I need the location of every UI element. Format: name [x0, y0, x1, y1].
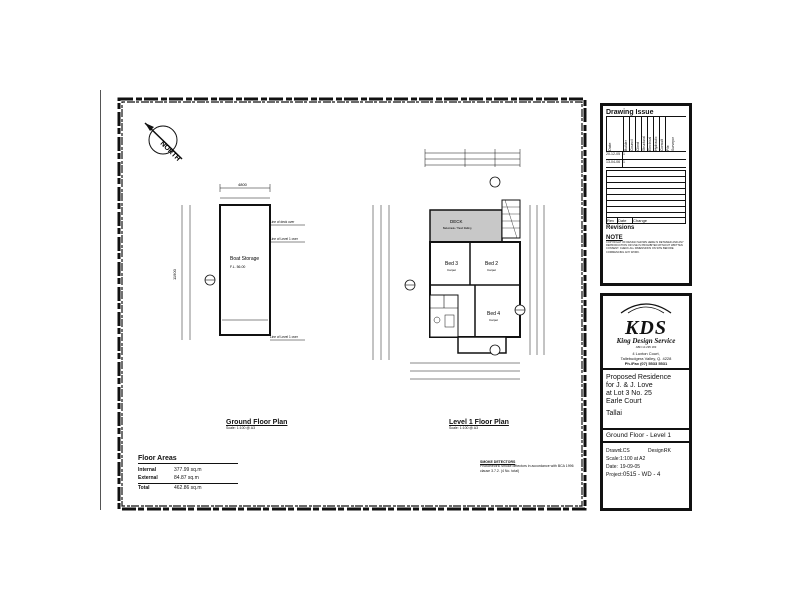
ground-note-1: Line of deck over [270, 220, 295, 224]
ground-plan-title: Ground Floor Plan Scale: 1:100 @ A3 [226, 419, 287, 430]
issue-row: 20-12-05 1 [606, 152, 686, 160]
issue-mark: 1 [623, 160, 625, 164]
company-logo-area: KDS King Design Service ABN 14 295 183 4… [603, 296, 689, 370]
issue-date: 13-04-06 [606, 160, 623, 167]
issue-date: 20-12-05 [606, 152, 623, 159]
floor-area-row-total: Total 462.86 sq.m [138, 483, 238, 491]
floor-area-value: 84.87 sq.m [174, 475, 199, 481]
project-line-3: at Lot 3 No. 25 [606, 390, 652, 397]
smoke-detectors-text: Photoelectric smoke detectors in accorda… [480, 464, 574, 473]
floor-area-value: 462.86 sq.m [174, 485, 202, 491]
drawing-issue-title: Drawing Issue [606, 109, 686, 117]
rev-col: Rev [607, 218, 618, 223]
north-label: NORTH [159, 140, 182, 163]
floor-area-value: 377.99 sq.m [174, 467, 202, 473]
scale-row: Scale: 1:100 at A2 [606, 455, 686, 463]
smoke-detectors-note: SMOKE DETECTORS Photoelectric smoke dete… [480, 460, 575, 473]
company-address-2: Tallebudgera Valley, Q. 4228 [620, 356, 672, 361]
floor-area-label: Total [138, 485, 150, 491]
project-line-2: for J. & J. Love [606, 382, 653, 389]
room-bed-4: Bed 4 [487, 311, 500, 317]
rev-col: Date [618, 218, 633, 223]
level1-plan-title-text: Level 1 Floor Plan [449, 419, 509, 426]
floor-area-label: External [138, 475, 158, 481]
date-label: Date: [606, 464, 618, 470]
ground-room-sub: F.L. 56.00 [230, 265, 245, 269]
logo-arcs-icon [620, 303, 672, 314]
north-arrow: NORTH [144, 122, 183, 163]
ground-floor-plan: 4800 11900 Boat Storage F.L. 56.00 Line … [172, 182, 305, 341]
revision-header: Rev Date Change [606, 218, 686, 224]
deck-sub: Balustrade / Hand Railing [443, 227, 472, 230]
project-no-label: Project: [606, 472, 623, 478]
company-abn: ABN 14 295 183 [635, 345, 657, 349]
project-no-value: 0515 - WD - 4 [623, 472, 661, 478]
note-title: NOTE [606, 235, 623, 241]
company-name: King Design Service [616, 337, 676, 345]
title-block-panel: KDS King Design Service ABN 14 295 183 4… [600, 293, 692, 511]
issue-col: Date [606, 117, 623, 151]
room-bed-2: Bed 2 [485, 261, 498, 267]
issue-mark: 1 [623, 152, 625, 156]
company-phone: Ph./Fax (07) 5533 5531 [624, 361, 668, 366]
drawn-value: LCS [620, 448, 630, 454]
room-bed-3-floor: Carpet [447, 268, 456, 272]
revisions-label: Revisions [606, 225, 635, 231]
issue-header: Date Builder Council Client Structural E… [606, 117, 686, 152]
room-bed-4-floor: Carpet [489, 318, 498, 322]
date-value: 19-09-05 [620, 464, 641, 470]
drawn-label: Drawn: [606, 448, 622, 454]
floor-area-row-internal: Internal 377.99 sq.m [138, 467, 238, 473]
design-label: Design: [648, 448, 665, 454]
scale-value: 1:100 at A2 [620, 456, 646, 462]
level1-plan-scale: Scale: 1:100 @ A3 [449, 426, 479, 430]
drawing-frame [117, 97, 587, 511]
smoke-detectors-title: SMOKE DETECTORS [480, 460, 516, 464]
floor-area-row-external: External 84.87 sq.m [138, 475, 238, 481]
level1-plan-title: Level 1 Floor Plan Scale: 1:100 @ A3 [449, 419, 509, 430]
drawing-issue-panel: Drawing Issue Date Builder Council Clien… [600, 103, 692, 286]
floor-areas: Floor Areas Internal 377.99 sq.m Externa… [138, 455, 238, 491]
revision-grid [606, 170, 686, 218]
ground-note-2: Line of Level 1 over [270, 237, 299, 241]
drawn-design-row: Drawn: LCS Design: RK [606, 447, 686, 455]
design-value: RK [664, 448, 671, 454]
project-details: Drawn: LCS Design: RK Scale: 1:100 at A2… [603, 443, 689, 483]
note-text: COPYRIGHT OF DESIGN SHOWN HERE IS RETAIN… [606, 241, 684, 254]
room-bed-2-floor: Carpet [487, 268, 496, 272]
ground-dim-top: 4800 [238, 182, 248, 187]
issue-row: 13-04-06 1 [606, 160, 686, 168]
project-no-row: Project: 0515 - WD - 4 [606, 471, 686, 479]
floor-area-label: Internal [138, 467, 157, 473]
company-logo: KDS [625, 317, 667, 339]
company-address-1: 4 Luxton Court, [632, 351, 660, 356]
date-row: Date: 19-09-05 [606, 463, 686, 471]
ground-plan-scale: Scale: 1:100 @ A3 [226, 426, 256, 430]
scale-label: Scale: [606, 456, 620, 462]
project-description: Proposed Residence for J. & J. Love at L… [603, 370, 689, 430]
ground-dim-side: 11900 [172, 268, 177, 280]
deck-label: DECK [450, 219, 463, 224]
project-suburb: Tallai [606, 410, 622, 417]
sheet-title: Ground Floor - Level 1 [603, 430, 689, 443]
sheet-edge-line [100, 90, 101, 510]
rev-col: Change [633, 218, 648, 223]
ground-plan-title-text: Ground Floor Plan [226, 419, 288, 426]
ground-room-label: Boat Storage [230, 256, 259, 262]
ground-note-3: Line of Level 1 over [270, 335, 299, 339]
room-bed-3: Bed 3 [445, 261, 458, 267]
issue-col: Surveyor [671, 136, 675, 151]
floor-areas-title: Floor Areas [138, 455, 238, 464]
level1-floor-plan: DECK Balustrade / Hand Railing Bed 3 Car… [372, 149, 545, 380]
project-line-4: Earle Court [606, 398, 642, 405]
project-line-1: Proposed Residence [606, 374, 671, 381]
